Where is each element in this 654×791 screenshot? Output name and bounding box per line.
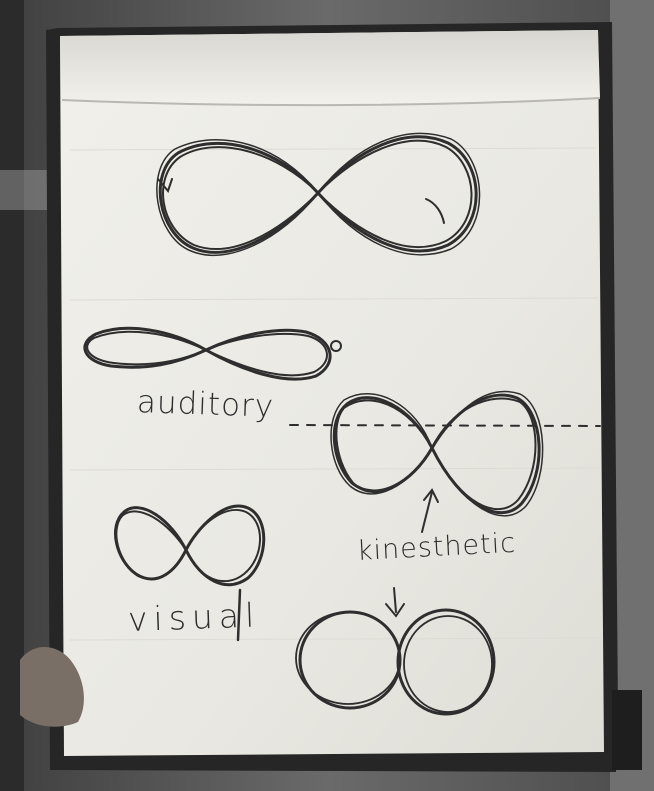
- label-visual: visual: [127, 595, 260, 639]
- easel-clip: [612, 690, 642, 770]
- paper-curl: [60, 30, 600, 105]
- label-auditory: auditory: [136, 384, 274, 425]
